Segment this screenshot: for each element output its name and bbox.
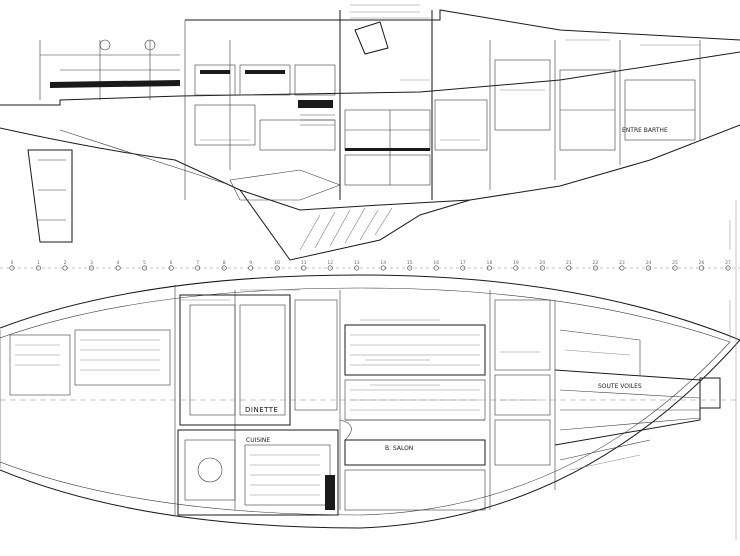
station-mark-circle — [354, 265, 360, 271]
profile-engine — [229, 169, 341, 201]
profile-aft-cabin — [194, 64, 336, 151]
station-mark-label: 16 — [433, 260, 439, 266]
profile-hatch — [354, 21, 389, 55]
station-mark-label: 21 — [566, 260, 572, 266]
plan-hull-outline — [0, 274, 740, 529]
station-mark-label: 17 — [460, 260, 466, 266]
station-mark-circle — [407, 265, 413, 271]
station-mark-label: 0 — [11, 260, 14, 266]
profile-forward-label: ENTRE BARTHE — [622, 127, 668, 134]
station-mark-circle — [221, 265, 227, 271]
plan-hull-center-label: B. SALON — [385, 445, 413, 452]
station-mark-label: 4 — [117, 260, 120, 266]
station-mark-circle — [698, 265, 704, 271]
station-mark-label: 8 — [223, 260, 226, 266]
station-mark-circle — [460, 265, 466, 271]
station-mark-circle — [301, 265, 307, 271]
station-mark-label: 6 — [170, 260, 173, 266]
station-mark-circle — [513, 265, 519, 271]
profile-shaft — [59, 129, 231, 186]
station-mark-label: 11 — [301, 260, 307, 266]
profile-saloon — [344, 99, 488, 186]
station-mark-label: 23 — [619, 260, 625, 266]
station-mark-label: 10 — [274, 260, 280, 266]
station-mark-circle — [725, 265, 731, 271]
station-mark-circle — [433, 265, 439, 271]
station-mark-circle — [619, 265, 625, 271]
plan-hull-inner — [0, 287, 731, 516]
station-mark-label: 13 — [354, 260, 360, 266]
plan-saloon-label: DINETTE — [245, 406, 278, 414]
station-mark-label: 14 — [380, 260, 386, 266]
profile-cockpit-floor — [50, 80, 180, 88]
station-mark-label: 26 — [699, 260, 705, 266]
station-mark-label: 22 — [593, 260, 599, 266]
profile-companionway — [339, 10, 433, 200]
plan-aft-cabin — [177, 294, 339, 516]
profile-keel-hatch — [299, 207, 393, 251]
station-mark-circle — [248, 265, 254, 271]
profile-winch-1 — [99, 39, 111, 51]
plan-aft-cabin-label: CUISINE — [246, 437, 270, 444]
edge-marks — [729, 200, 737, 540]
profile-rudder — [27, 149, 73, 243]
station-mark-label: 5 — [143, 260, 146, 266]
station-mark-circle — [645, 265, 651, 271]
station-mark-label: 12 — [327, 260, 333, 266]
station-mark-circle — [566, 265, 572, 271]
station-mark-circle — [62, 265, 68, 271]
station-mark-circle — [9, 265, 15, 271]
plan-view: DINETTE CUISINE B. SALON SOUTE VOILES — [0, 274, 740, 529]
plan-annotation-ticks — [180, 289, 540, 401]
plan-cockpit — [9, 329, 171, 396]
profile-view: ENTRE BARTHE — [0, 4, 740, 261]
station-mark-label: 2 — [64, 260, 67, 266]
station-mark-label: 25 — [672, 260, 678, 266]
station-mark-label: 24 — [646, 260, 652, 266]
station-mark-label: 18 — [486, 260, 492, 266]
station-mark-circle — [115, 265, 121, 271]
station-mark-circle — [380, 265, 386, 271]
station-mark-circle — [274, 265, 280, 271]
station-mark-circle — [36, 265, 42, 271]
station-mark-circle — [327, 265, 333, 271]
station-mark-circle — [539, 265, 545, 271]
station-mark-label: 27 — [725, 260, 731, 266]
profile-winch-2 — [144, 39, 156, 51]
station-mark-circle — [486, 265, 492, 271]
station-mark-label: 20 — [540, 260, 546, 266]
station-mark-label: 19 — [513, 260, 519, 266]
profile-coachroof — [185, 9, 740, 41]
plan-saloon — [294, 299, 486, 511]
station-mark-circle — [195, 265, 201, 271]
station-mark-label: 15 — [407, 260, 413, 266]
station-mark-circle — [89, 265, 95, 271]
profile-annotation-ticks — [200, 4, 700, 141]
profile-bulkheads — [184, 20, 701, 200]
profile-forward-cabins — [494, 59, 696, 151]
profile-keel — [239, 189, 471, 261]
station-mark-circle — [592, 265, 598, 271]
profile-hull-bottom — [0, 124, 740, 211]
station-mark-circle — [142, 265, 148, 271]
station-mark-label: 3 — [90, 260, 93, 266]
station-mark-circle — [168, 265, 174, 271]
station-mark-label: 7 — [196, 260, 199, 266]
profile-sheer-line — [0, 51, 740, 106]
plan-forward-cabin-label: SOUTE VOILES — [598, 383, 642, 390]
profile-rudder-inner — [38, 159, 66, 221]
profile-stern-pulpit — [39, 40, 180, 100]
station-mark-label: 1 — [37, 260, 40, 266]
station-mark-circle — [672, 265, 678, 271]
station-mark-label: 9 — [249, 260, 252, 266]
